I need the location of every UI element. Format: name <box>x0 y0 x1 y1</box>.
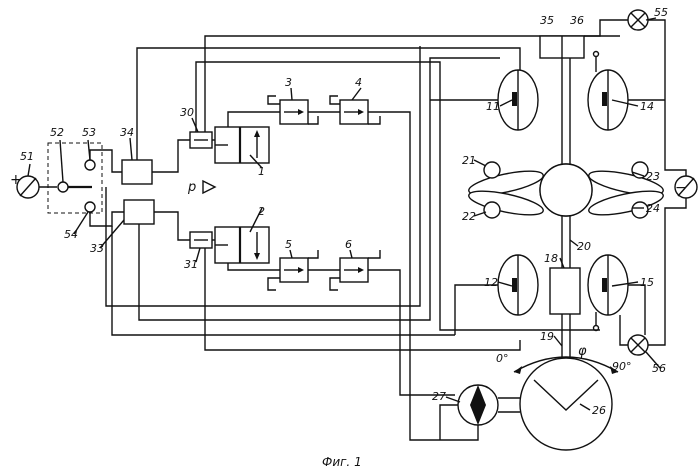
pressure-input-icon <box>203 181 215 193</box>
label-22: 22 <box>462 210 476 223</box>
label-53: 53 <box>82 126 96 139</box>
label-35: 35 <box>540 14 554 27</box>
label-6: 6 <box>345 238 352 251</box>
angle-symbol: φ <box>578 344 587 359</box>
label-3: 3 <box>285 76 292 89</box>
switch-pivot-52 <box>58 182 68 192</box>
label-24: 24 <box>646 202 660 215</box>
lamp-56 <box>628 335 648 355</box>
figure-caption: Фиг. 1 <box>322 455 362 469</box>
valve-3 <box>268 96 318 124</box>
label-14: 14 <box>640 100 654 113</box>
label-2: 2 <box>258 205 265 218</box>
gearbox-18 <box>550 268 580 314</box>
pressure-symbol: p <box>187 180 196 195</box>
label-18: 18 <box>544 252 558 265</box>
minus-symbol: − <box>675 180 687 196</box>
pump-27 <box>458 385 498 425</box>
control-unit-33 <box>124 200 154 224</box>
switch-housing-52 <box>48 143 102 213</box>
power-source-51 <box>17 176 57 198</box>
label-51: 51 <box>20 150 34 163</box>
rotor-hub <box>467 162 665 220</box>
label-20: 20 <box>577 240 591 253</box>
solenoid-14 <box>588 52 628 131</box>
contact-54 <box>85 202 95 212</box>
solenoid-15 <box>588 255 628 331</box>
label-34: 34 <box>120 126 134 139</box>
label-26: 26 <box>592 404 606 417</box>
lamp-55 <box>628 10 648 30</box>
contact-53 <box>85 160 95 170</box>
angle-90-label: 90° <box>612 360 632 373</box>
label-23: 23 <box>646 170 660 183</box>
label-11: 11 <box>486 100 500 113</box>
angle-0-label: 0° <box>496 352 509 365</box>
solenoid-12 <box>498 255 538 315</box>
label-33: 33 <box>90 242 104 255</box>
valve-4 <box>330 96 380 124</box>
label-5: 5 <box>285 238 292 251</box>
plus-symbol: + <box>10 172 22 188</box>
label-52: 52 <box>50 126 64 139</box>
label-55: 55 <box>654 6 668 19</box>
control-unit-34 <box>122 160 152 184</box>
label-30: 30 <box>180 106 194 119</box>
label-36: 36 <box>570 14 584 27</box>
label-4: 4 <box>355 76 362 89</box>
label-27: 27 <box>432 390 446 403</box>
label-56: 56 <box>652 362 666 375</box>
label-15: 15 <box>640 276 654 289</box>
label-12: 12 <box>484 276 498 289</box>
label-19: 19 <box>540 330 554 343</box>
solenoid-11 <box>498 70 538 130</box>
